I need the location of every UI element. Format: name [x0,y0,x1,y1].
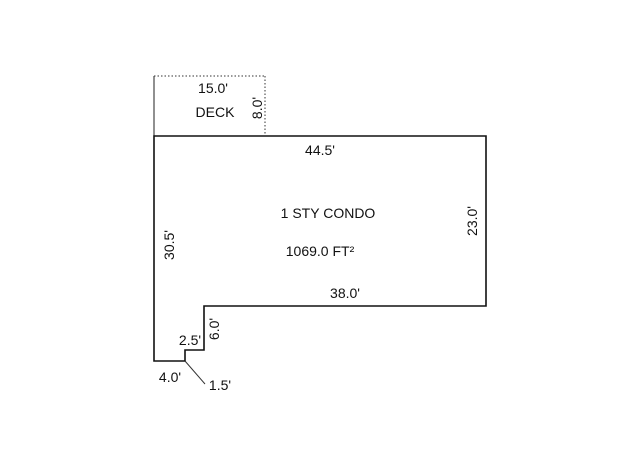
notch-horizontal-dimension: 2.5' [179,332,201,348]
left-dimension: 30.5' [161,230,177,260]
deck-name: DECK [196,104,236,120]
step-leader-line [184,360,206,385]
main-area-size: 1069.0 FT² [286,243,355,259]
notch-vertical-dimension: 6.0' [206,318,222,340]
deck-width-dimension: 15.0' [198,80,228,96]
deck-outline [153,75,266,136]
deck-depth-dimension: 8.0' [249,97,265,119]
main-area-name: 1 STY CONDO [281,205,376,221]
bottom-left-dimension: 4.0' [159,369,181,385]
inner-bottom-dimension: 38.0' [330,285,360,301]
condo-outline [153,135,487,362]
right-dimension: 23.0' [464,206,480,236]
top-dimension: 44.5' [305,142,335,158]
step-dimension: 1.5' [209,377,231,393]
